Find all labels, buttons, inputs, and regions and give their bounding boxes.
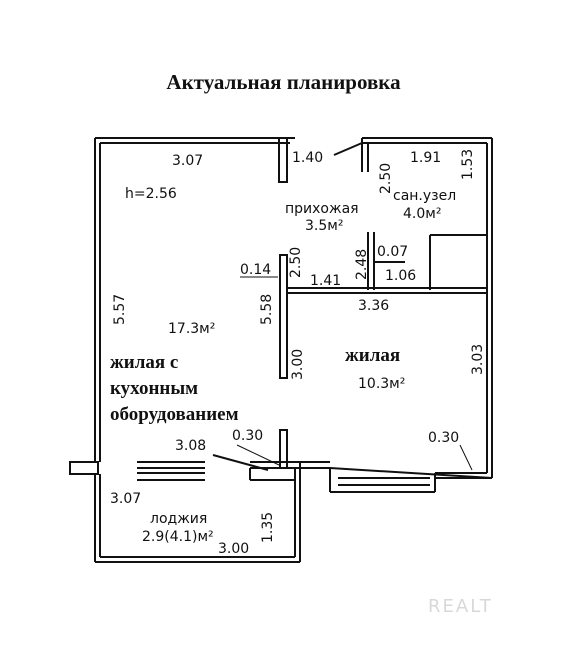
main-room-name-line3: оборудованием: [110, 404, 239, 425]
main-partition-wall: [279, 254, 288, 469]
loggia-outline: [69, 461, 301, 563]
dim-0-07: 0.07: [377, 244, 408, 260]
main-room-name-line1: жилая с: [110, 352, 178, 373]
dim-left-height: 5.57: [112, 294, 128, 325]
loggia-area: 2.9(4.1)м²: [142, 529, 214, 545]
outer-wall-top-right: [362, 137, 492, 144]
dim-bottom-3-08: 3.08: [175, 438, 206, 454]
plan-title: Актуальная планировка: [166, 70, 401, 94]
dim-living-width: 3.36: [358, 298, 389, 314]
ceiling-height-label: h=2.56: [125, 186, 177, 202]
dim-bath-width: 1.91: [410, 150, 441, 166]
dim-partition-3-00: 3.00: [290, 349, 306, 380]
dim-hall-opening: 1.40: [292, 150, 323, 166]
balcony-door: [137, 461, 205, 481]
bathroom-name: сан.узел: [393, 188, 456, 204]
dim-right-height: 3.03: [470, 344, 486, 375]
bathroom-wall: [367, 232, 487, 290]
balcony-door-swing: [212, 454, 269, 471]
dim-loggia-3-00: 3.00: [218, 541, 249, 557]
outer-wall-top-left: [95, 137, 290, 144]
dim-hall-wall-2-50: 2.50: [288, 247, 304, 278]
dim-loggia-1-35: 1.35: [260, 512, 276, 543]
outer-wall-right: [486, 138, 493, 478]
dim-loggia-3-07: 3.07: [110, 491, 141, 507]
dim-bottom-0-30-right: 0.30: [428, 430, 459, 446]
dim-bath-1-06: 1.06: [385, 268, 416, 284]
main-room-name-line2: кухонным: [110, 378, 198, 399]
loggia-name: лоджия: [150, 511, 207, 527]
dim-bath-height: 1.53: [460, 149, 476, 180]
main-room-area: 17.3м²: [168, 321, 215, 337]
dim-bottom-0-30-left: 0.30: [232, 428, 263, 444]
hall-partition-wall: [287, 287, 487, 294]
dim-hall-1-41: 1.41: [310, 273, 341, 289]
hall-door-post: [276, 137, 369, 183]
bathroom-area: 4.0м²: [403, 206, 441, 222]
outer-wall-left: [94, 138, 101, 462]
second-room-area: 10.3м²: [358, 376, 405, 392]
hall-name: прихожая: [285, 201, 359, 217]
dim-bath-wall: 2.50: [378, 163, 394, 194]
dim-left-0-14: 0.14: [240, 262, 271, 278]
outer-wall-bottom: [250, 461, 493, 493]
dim-top-left-width: 3.07: [172, 153, 203, 169]
second-room-name: жилая: [345, 345, 400, 366]
watermark-logo: REALT: [428, 596, 493, 617]
hall-area: 3.5м²: [305, 218, 343, 234]
dim-partition-5-58: 5.58: [259, 294, 275, 325]
dim-hall-wall-2-48: 2.48: [354, 249, 370, 280]
